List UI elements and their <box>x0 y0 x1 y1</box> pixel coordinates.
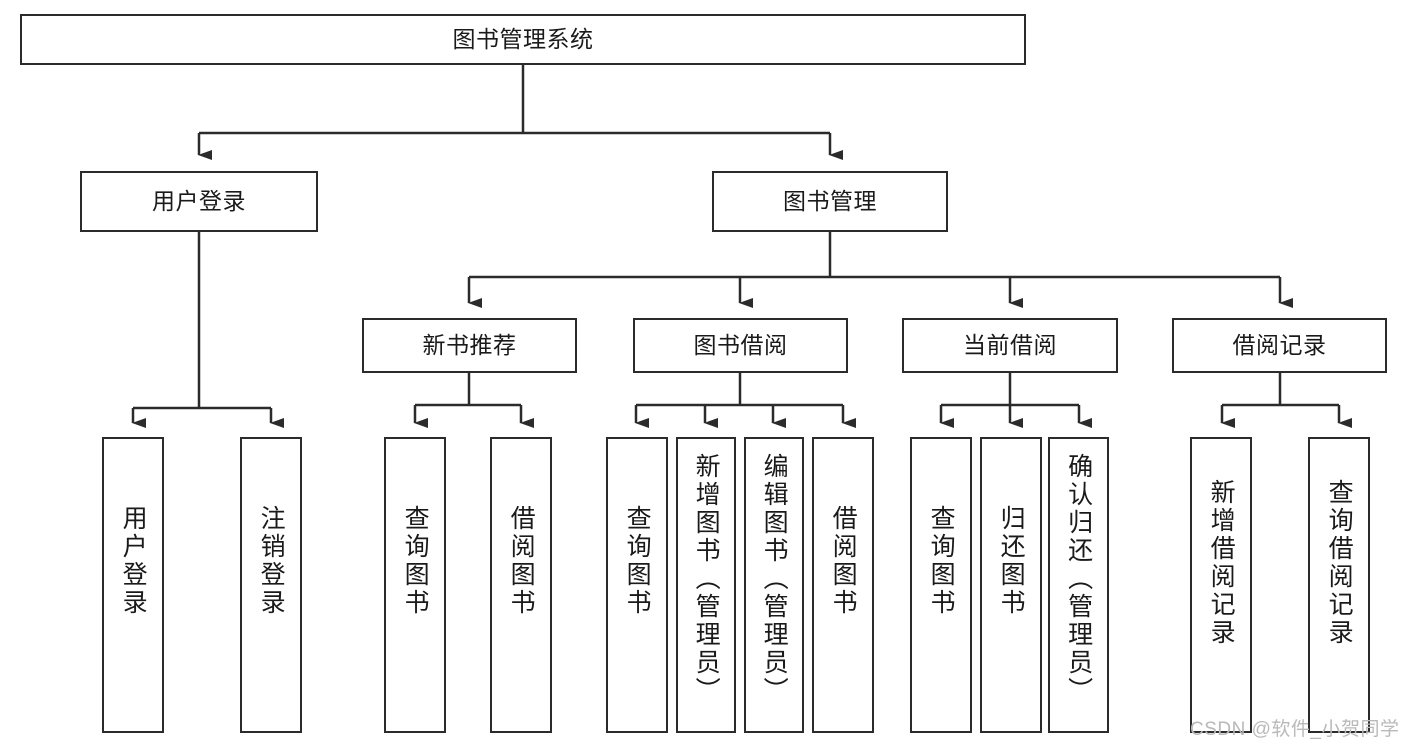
node-new-book-recommend-label: 新书推荐 <box>422 331 517 358</box>
leaf-query-borrow-record-label: 查询借阅记录 <box>1325 479 1354 647</box>
leaf-add-borrow-record[interactable]: 新增借阅记录 <box>1190 437 1252 733</box>
leaf-query-book-borrow[interactable]: 查询图书 <box>606 437 668 733</box>
leaf-return-book[interactable]: 归还图书 <box>980 437 1042 733</box>
leaf-query-borrow-record[interactable]: 查询借阅记录 <box>1308 437 1370 733</box>
leaf-query-book-current-label: 查询图书 <box>927 505 956 617</box>
leaf-confirm-return-admin-label: 确认归还（管理员） <box>1064 453 1093 705</box>
leaf-user-login[interactable]: 用户登录 <box>102 437 164 733</box>
leaf-edit-book-admin-label: 编辑图书（管理员） <box>760 453 789 705</box>
leaf-borrow-book-recommend[interactable]: 借阅图书 <box>490 437 552 733</box>
node-borrow-record[interactable]: 借阅记录 <box>1172 318 1387 373</box>
leaf-query-book-current[interactable]: 查询图书 <box>910 437 972 733</box>
leaf-borrow-book-borrow-label: 借阅图书 <box>829 505 858 617</box>
node-new-book-recommend[interactable]: 新书推荐 <box>362 318 577 373</box>
csdn-watermark: CSDN @软件_小贺同学 <box>1190 719 1400 740</box>
node-book-borrow[interactable]: 图书借阅 <box>633 318 848 373</box>
leaf-logout-label: 注销登录 <box>257 505 286 617</box>
leaf-add-book-admin-label: 新增图书（管理员） <box>692 453 721 705</box>
leaf-edit-book-admin[interactable]: 编辑图书（管理员） <box>744 437 804 733</box>
node-book-management-label: 图书管理 <box>783 187 877 214</box>
leaf-user-login-label: 用户登录 <box>119 505 148 617</box>
node-user-login[interactable]: 用户登录 <box>80 171 318 232</box>
node-root-label: 图书管理系统 <box>452 25 594 52</box>
node-book-borrow-label: 图书借阅 <box>693 331 788 358</box>
node-book-management[interactable]: 图书管理 <box>712 171 948 232</box>
leaf-confirm-return-admin[interactable]: 确认归还（管理员） <box>1048 437 1109 733</box>
node-root[interactable]: 图书管理系统 <box>20 14 1026 65</box>
node-current-borrow[interactable]: 当前借阅 <box>902 318 1118 373</box>
node-borrow-record-label: 借阅记录 <box>1232 331 1327 358</box>
leaf-borrow-book-borrow[interactable]: 借阅图书 <box>812 437 874 733</box>
leaf-query-book-recommend-label: 查询图书 <box>401 505 430 617</box>
leaf-borrow-book-recommend-label: 借阅图书 <box>507 505 536 617</box>
leaf-add-book-admin[interactable]: 新增图书（管理员） <box>676 437 736 733</box>
leaf-query-book-borrow-label: 查询图书 <box>623 505 652 617</box>
node-current-borrow-label: 当前借阅 <box>963 331 1057 358</box>
leaf-logout[interactable]: 注销登录 <box>240 437 302 733</box>
leaf-query-book-recommend[interactable]: 查询图书 <box>384 437 446 733</box>
leaf-return-book-label: 归还图书 <box>997 505 1026 617</box>
node-user-login-label: 用户登录 <box>152 187 246 214</box>
leaf-add-borrow-record-label: 新增借阅记录 <box>1207 479 1236 647</box>
